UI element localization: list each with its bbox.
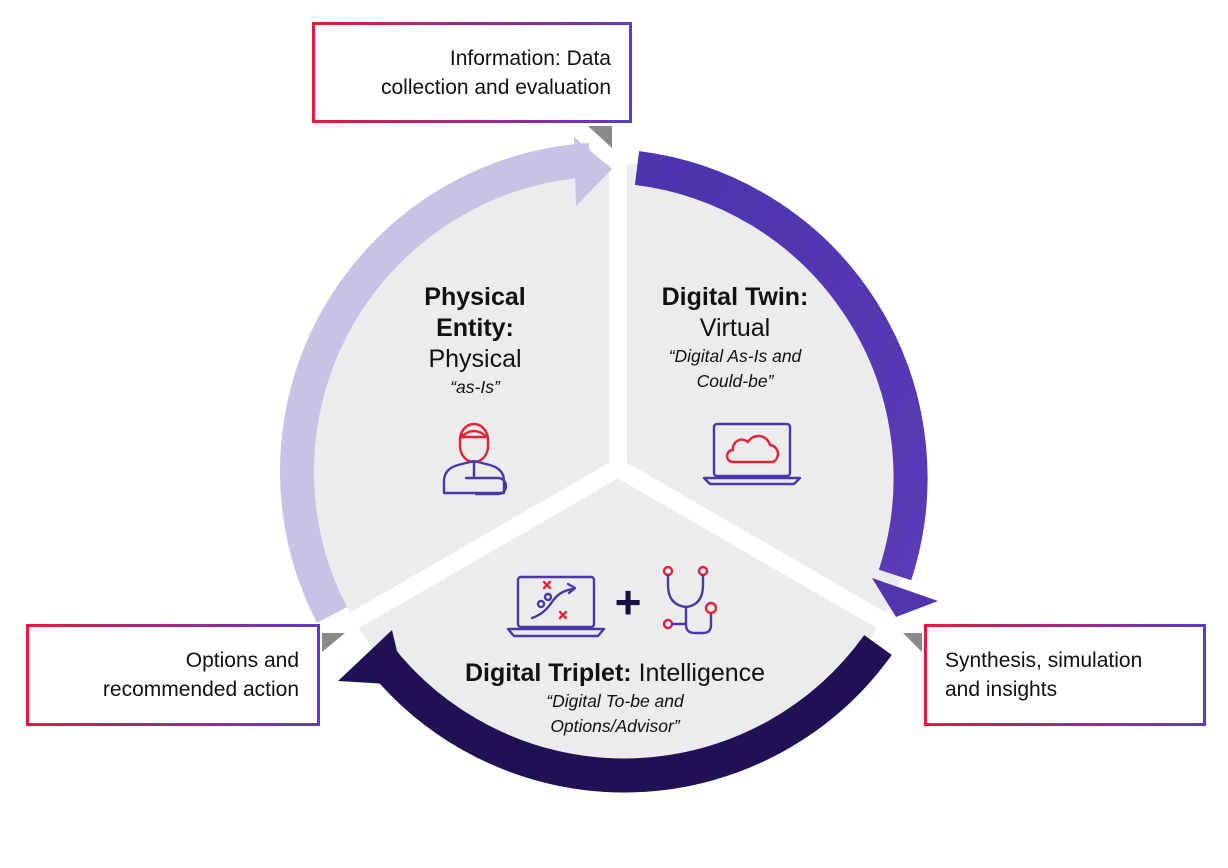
twin-subtitle: Virtual xyxy=(699,314,771,342)
triplet-subtitle: Intelligence xyxy=(638,659,766,687)
arrow-dark-bottom xyxy=(364,635,892,793)
callout-information: Information: Data collection and evaluat… xyxy=(312,22,632,123)
triplet-title: Digital Triplet: xyxy=(464,659,632,687)
callout-synthesis-line2: and insights xyxy=(945,678,1058,701)
callout-information-line2: collection and evaluation xyxy=(381,75,611,99)
cycle-arrows xyxy=(280,137,938,793)
twin-quote-line1: “Digital As-Is and xyxy=(668,346,802,366)
arrow-mid-head xyxy=(872,578,938,617)
twin-quote-line2: Could-be” xyxy=(696,371,774,391)
segment-divider-left xyxy=(331,460,623,639)
physical-entity-label: Physical Entity: Physical “as-Is” xyxy=(380,282,570,400)
physical-title-line1: Physical xyxy=(424,283,526,311)
physical-title-line2: Entity: xyxy=(436,314,514,342)
digital-triplet-label: Digital Triplet: Intelligence “Digital T… xyxy=(420,658,810,739)
callout-options-line1: Options and xyxy=(185,649,299,672)
physical-subtitle: Physical xyxy=(428,345,522,373)
callout-synthesis: Synthesis, simulation and insights xyxy=(924,624,1206,726)
callout-options: Options and recommended action xyxy=(26,624,320,726)
callout-options-line2: recommended action xyxy=(102,678,299,701)
callout-synthesis-line1: Synthesis, simulation xyxy=(945,649,1143,672)
strategy-laptop-icon xyxy=(506,575,606,638)
arrow-light-head xyxy=(574,137,612,206)
triplet-quote-line2: Options/Advisor” xyxy=(550,716,680,736)
digital-twin-label: Digital Twin: Virtual “Digital As-Is and… xyxy=(640,282,830,394)
callout-pointer-left xyxy=(322,633,345,652)
plus-sign: + xyxy=(615,576,642,628)
stethoscope-icon xyxy=(662,565,718,635)
patient-icon xyxy=(442,422,508,496)
triplet-quote-line1: “Digital To-be and xyxy=(546,691,684,711)
twin-title: Digital Twin: xyxy=(661,283,809,311)
callout-pointer-top xyxy=(588,126,612,148)
arrow-dark-head xyxy=(338,630,405,685)
cloud-laptop-icon xyxy=(702,422,802,486)
callout-information-line1: Information: Data xyxy=(449,46,611,70)
physical-quote: “as-Is” xyxy=(450,377,500,397)
arrow-mid-right xyxy=(634,151,928,581)
arrow-light-left xyxy=(280,143,592,623)
callout-pointer-right xyxy=(903,633,922,652)
segment-divider-right xyxy=(613,460,905,639)
